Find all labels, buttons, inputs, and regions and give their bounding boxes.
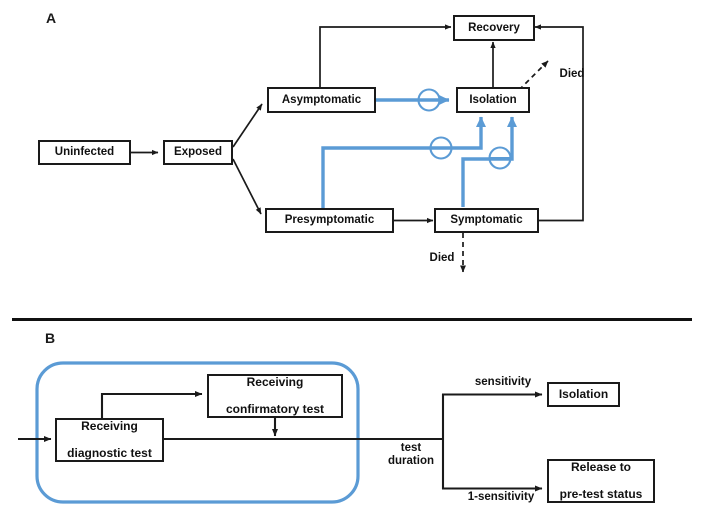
node-asymptomatic-label: Asymptomatic: [281, 93, 362, 106]
node-exposed[interactable]: Exposed: [163, 140, 233, 165]
node-isolation[interactable]: Isolation: [456, 87, 530, 113]
node-symptomatic-label: Symptomatic: [450, 214, 523, 227]
release-line1: Release to: [570, 459, 632, 474]
label-one-minus-sensitivity: 1-sensitivity: [467, 491, 535, 503]
node-recovery-label: Recovery: [468, 21, 520, 34]
label-sensitivity: sensitivity: [474, 376, 532, 388]
node-asymptomatic[interactable]: Asymptomatic: [267, 87, 376, 113]
node-receiving-diagnostic-test[interactable]: Receiving diagnostic test: [55, 418, 164, 462]
diagnostic-line1: Receiving: [81, 418, 138, 433]
node-presymptomatic[interactable]: Presymptomatic: [265, 208, 394, 233]
panel-a-letter: A: [46, 10, 57, 26]
node-presymptomatic-label: Presymptomatic: [284, 214, 375, 227]
test-duration-line2: duration: [388, 454, 434, 467]
node-isolation-b-label: Isolation: [558, 386, 609, 401]
confirmatory-line2: confirmatory test: [225, 401, 325, 416]
confirmatory-line1: Receiving: [246, 374, 304, 389]
node-uninfected[interactable]: Uninfected: [38, 140, 131, 165]
node-receiving-confirmatory-test-label: Receiving confirmatory test: [225, 374, 325, 416]
diagnostic-line2: diagnostic test: [67, 445, 152, 460]
label-died-isolation: Died: [559, 68, 585, 80]
label-test-duration: test duration: [381, 442, 441, 467]
node-symptomatic[interactable]: Symptomatic: [434, 208, 539, 233]
node-uninfected-label: Uninfected: [54, 146, 115, 159]
node-isolation-b[interactable]: Isolation: [547, 382, 620, 407]
test-duration-line1: test: [400, 442, 422, 454]
node-release-label: Release to pre-test status: [559, 459, 643, 501]
panel-divider: [12, 318, 692, 321]
node-receiving-confirmatory-test[interactable]: Receiving confirmatory test: [207, 374, 343, 418]
node-isolation-label: Isolation: [469, 93, 517, 106]
node-release-pre-test-status[interactable]: Release to pre-test status: [547, 459, 655, 503]
node-exposed-label: Exposed: [174, 146, 222, 159]
testing-process-container: [35, 361, 360, 504]
label-died-symptomatic: Died: [429, 252, 455, 264]
node-receiving-diagnostic-test-label: Receiving diagnostic test: [67, 418, 152, 460]
node-recovery[interactable]: Recovery: [453, 15, 535, 41]
panel-b-letter: B: [45, 330, 56, 346]
release-line2: pre-test status: [559, 486, 643, 501]
